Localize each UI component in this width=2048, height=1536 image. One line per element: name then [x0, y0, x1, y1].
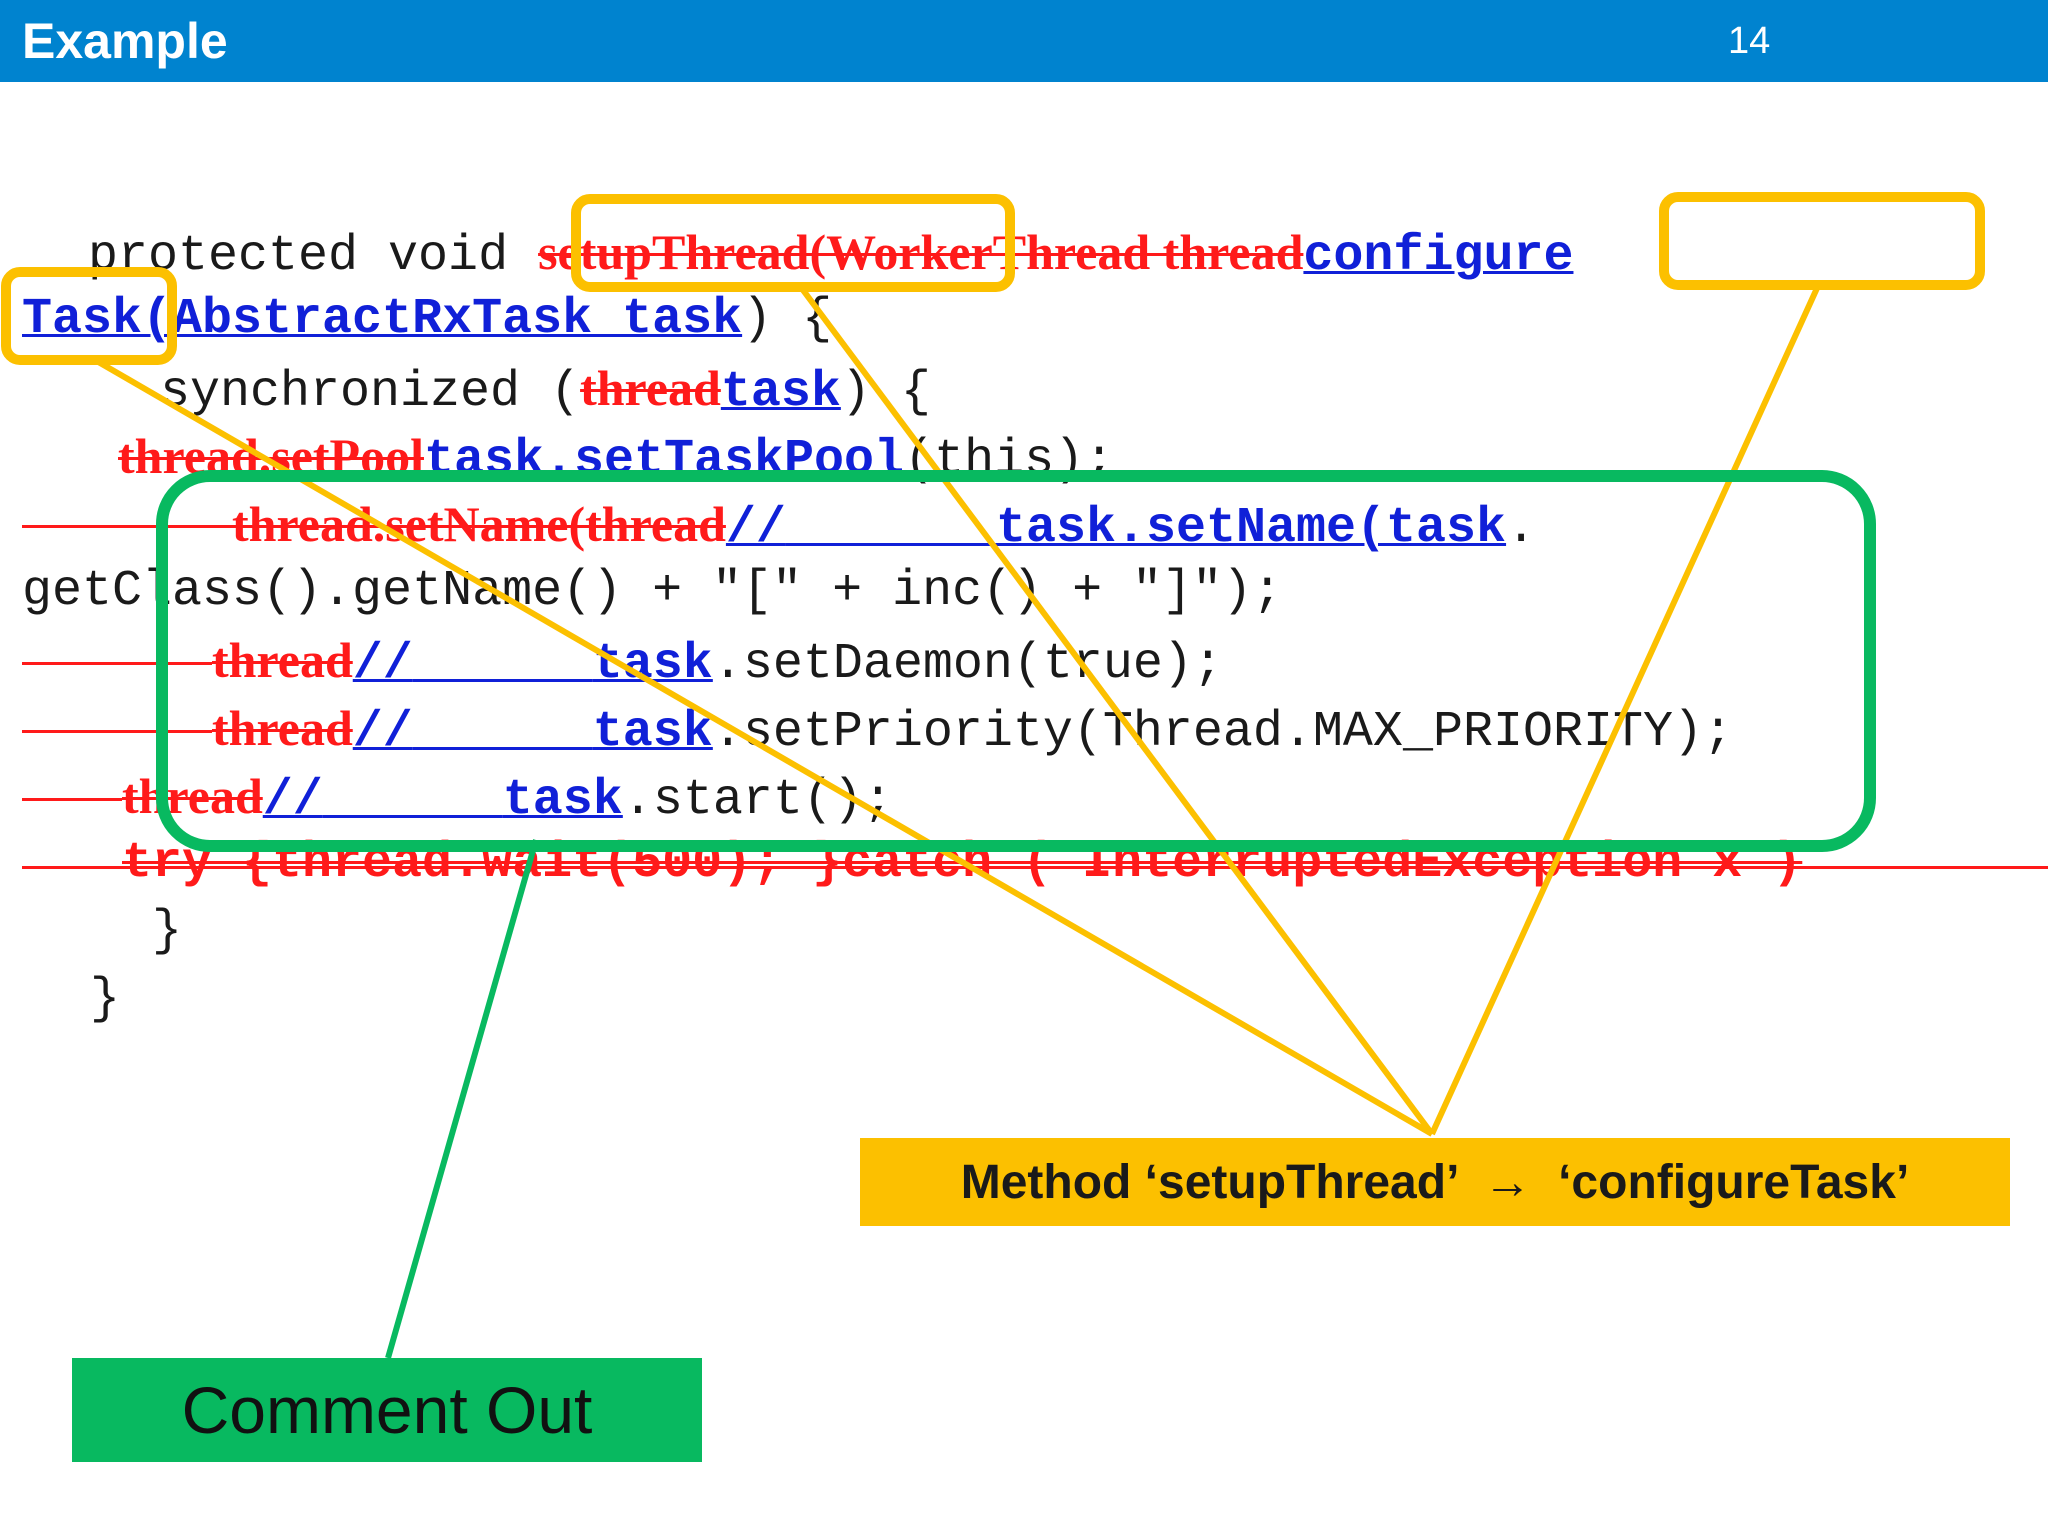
deleted-code: thread [580, 360, 721, 416]
code-text: (this); [904, 432, 1115, 489]
code-line: } [152, 902, 182, 962]
deleted-line-rule [22, 730, 212, 733]
deleted-line-rule [22, 798, 122, 801]
code-line: thread.setPooltask.setTaskPool(this); [118, 426, 1115, 489]
inserted-code [786, 500, 996, 557]
inserted-code: // [352, 636, 413, 693]
code-line: thread// task.setPriority(Thread.MAX_PRI… [212, 698, 1733, 761]
code-text: .setDaemon(true); [712, 636, 1223, 693]
inserted-code: task [592, 704, 713, 761]
deleted-code: thread [212, 632, 353, 688]
inserted-code: // [262, 772, 323, 829]
code-line: synchronized (threadtask) { [160, 358, 931, 421]
code-line: thread.setName(thread// task.setName(tas… [232, 494, 1537, 557]
code-line: getClass().getName() + "[" + inc() + "]"… [22, 562, 1282, 622]
deleted-code: thread [122, 768, 263, 824]
code-text: .start(); [622, 772, 893, 829]
inserted-code [413, 636, 593, 693]
inserted-code: configure [1303, 228, 1574, 285]
inserted-code [323, 772, 503, 829]
inserted-code: task.setTaskPool [423, 432, 905, 489]
code-text: ) { [742, 291, 833, 348]
inserted-code: task [502, 772, 623, 829]
comment-out-callout: Comment Out [72, 1358, 702, 1462]
deleted-code: thread.setName(thread [232, 496, 726, 552]
inserted-code: task [592, 636, 713, 693]
code-line: protected void setupThread(WorkerThread … [88, 222, 1574, 285]
slide-title: Example [22, 13, 228, 69]
code-line: } [90, 970, 120, 1030]
code-line: try {thread.wait(500); }catch ( Interrup… [122, 834, 1802, 894]
code-text: . [1506, 500, 1537, 557]
code-text: synchronized ( [160, 364, 581, 421]
inserted-code: task.setName(task [995, 500, 1507, 557]
inserted-code: // [725, 500, 786, 557]
deleted-line-rule [22, 662, 212, 665]
comment-connector-line [385, 839, 539, 1359]
deleted-code: thread.setPool [118, 428, 424, 484]
deleted-code: thread [212, 700, 353, 756]
deleted-code: try {thread.wait(500); }catch ( Interrup… [122, 835, 1803, 892]
deleted-code: setupThread(WorkerThread thread [538, 224, 1304, 280]
code-text: } [90, 971, 121, 1028]
rename-callout: Method ‘setupThread’ → ‘configureTask’ [860, 1138, 2010, 1226]
code-line: thread// task.setDaemon(true); [212, 630, 1223, 693]
highlight-configure-box [1659, 192, 1985, 290]
inserted-code: Task(AbstractRxTask task [22, 291, 743, 348]
code-text: } [152, 903, 183, 960]
inserted-code [413, 704, 593, 761]
code-text: protected void [88, 228, 539, 285]
page-number: 14 [1728, 20, 1771, 62]
inserted-code: task [720, 364, 841, 421]
slide-header: Example 14 [0, 0, 2048, 82]
code-line: Task(AbstractRxTask task) { [22, 290, 832, 350]
inserted-code: // [352, 704, 413, 761]
code-text: .setPriority(Thread.MAX_PRIORITY); [712, 704, 1733, 761]
code-text: ) { [840, 364, 931, 421]
deleted-line-rule [22, 525, 232, 528]
code-line: thread// task.start(); [122, 766, 893, 829]
code-text: getClass().getName() + "[" + inc() + "]"… [22, 563, 1283, 620]
